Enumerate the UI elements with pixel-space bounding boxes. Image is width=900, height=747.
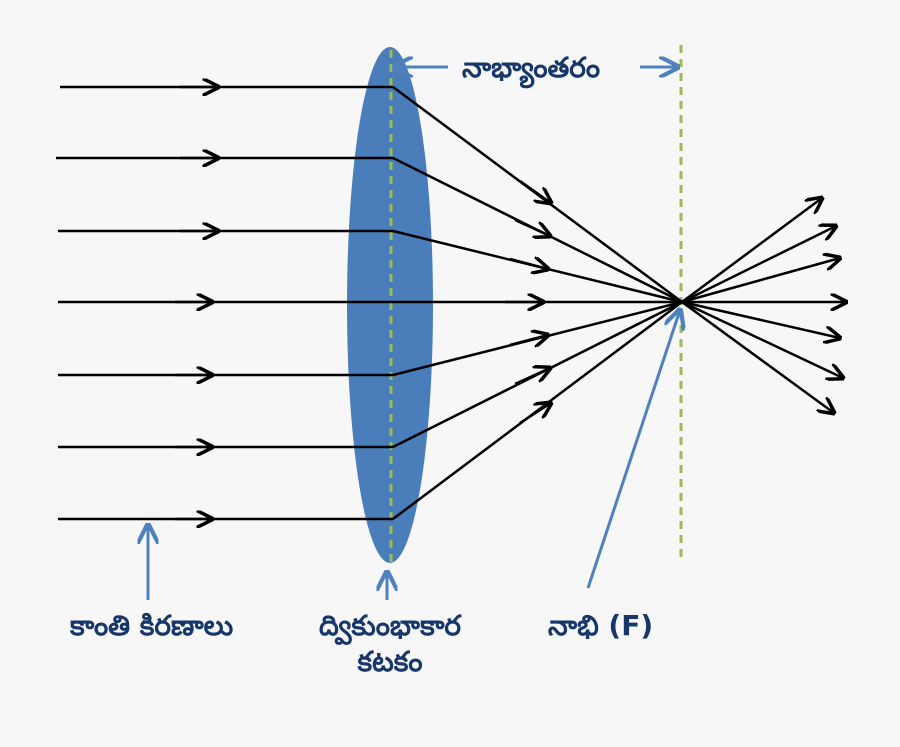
biconvex-lens-label-line2: కటకం (357, 645, 423, 678)
focus-label: నాభి (F) (548, 609, 654, 642)
biconvex-lens-label: ద్వికుంభాకార కటకం (300, 608, 480, 680)
refracted-ray-arrowheads (505, 179, 551, 425)
incident-rays (56, 85, 393, 521)
biconvex-lens-label-line1: ద్వికుంభాకార (319, 609, 461, 642)
light-rays-label: కాంతి కిరణాలు (70, 609, 234, 642)
diverging-rays (681, 198, 846, 413)
focal-length-label: నాభ్యాంతరం (462, 51, 601, 84)
incident-ray-arrowheads (175, 87, 218, 519)
focus-pointer-arrow (586, 310, 680, 589)
